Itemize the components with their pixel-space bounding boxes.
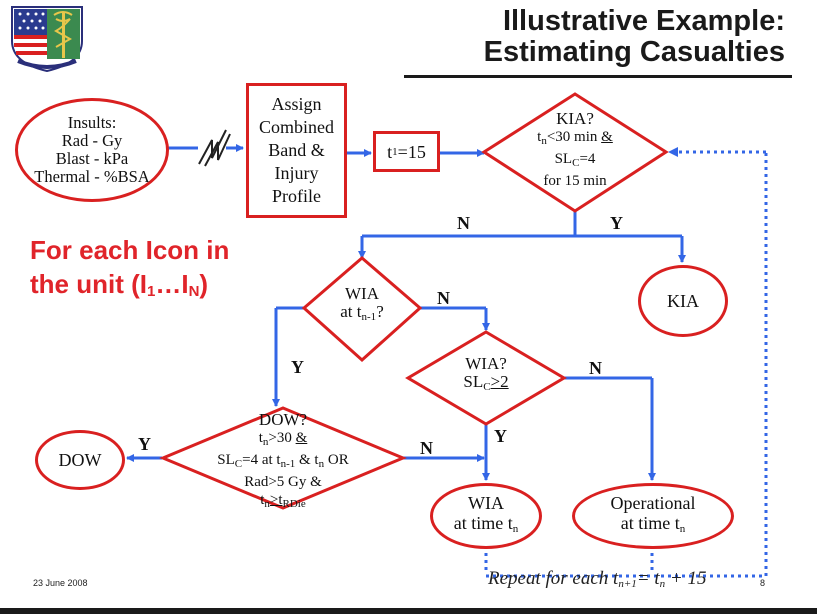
wia-outcome-line-2: at time tn xyxy=(453,513,519,535)
repeat-note: Repeat for each tn+1= tn + 15 xyxy=(488,568,707,590)
kia-question-diamond xyxy=(481,92,669,213)
kia-q-line-4: for 15 min xyxy=(543,173,607,189)
operational-line-1: Operational xyxy=(610,493,696,513)
dow-question-diamond xyxy=(159,406,407,510)
kia-no-label: N xyxy=(457,213,470,233)
wia-prev-text: WIA at tn-1? xyxy=(322,285,402,326)
heading-line-1: For each Icon in xyxy=(30,235,230,265)
wia-outcome-line-1: WIA xyxy=(468,493,504,513)
insults-thermal: Thermal - %BSA xyxy=(34,167,150,186)
kia-outcome-label: KIA xyxy=(667,291,699,311)
t1-value: =15 xyxy=(397,141,426,162)
kia-outcome: KIA xyxy=(638,265,728,337)
wia-prev-line-2: at tn-1? xyxy=(340,302,384,324)
wia-q-line-2: SLC>2 xyxy=(463,372,509,394)
dow-q-line-3: SLC=4 at tn-1 & tn OR xyxy=(217,452,349,470)
dow-no-label: N xyxy=(420,438,433,458)
wia-outcome: WIA at time tn xyxy=(430,483,542,549)
dow-q-line-4: Rad>5 Gy & xyxy=(244,474,322,490)
title-line-1: Illustrative Example: xyxy=(502,5,785,37)
repeat-loop-arrowhead xyxy=(668,147,678,157)
dow-q-line-5: tn>tRDie xyxy=(260,492,306,510)
assign-line-5: Profile xyxy=(272,186,321,206)
assign-line-2: Combined xyxy=(259,117,334,137)
assign-profile-box: Assign Combined Band & Injury Profile xyxy=(246,83,347,218)
assign-line-4: Injury xyxy=(274,163,319,183)
insults-head: Insults: xyxy=(67,113,117,132)
assign-line-3: Band & xyxy=(268,140,325,160)
kia-question-text: KIA? tn<30 min & SLC=4 for 15 min xyxy=(511,110,639,190)
lightning-icon xyxy=(198,129,231,167)
kia-q-line-2: tn<30 min & xyxy=(537,129,613,147)
dow-q-line-2: tn>30 & xyxy=(258,430,308,448)
heading-line-2: the unit (I1…IN) xyxy=(30,269,209,300)
wia-prev-diamond xyxy=(301,256,423,363)
insults-rad: Rad - Gy xyxy=(61,131,123,150)
kia-q-line-1: KIA? xyxy=(556,109,594,128)
title-line-2: Estimating Casualties xyxy=(483,36,785,68)
wia-question-text: WIA? SLC>2 xyxy=(436,355,536,396)
wia-q-no-label: N xyxy=(589,358,602,378)
insults-node: Insults: Rad - Gy Blast - kPa Thermal - … xyxy=(15,98,169,202)
wia-q-yes-label: Y xyxy=(494,426,507,446)
t1-t: t xyxy=(387,141,393,162)
operational-outcome: Operational at time tn xyxy=(572,483,734,549)
wia-prev-no-label: N xyxy=(437,288,450,308)
dow-yes-label: Y xyxy=(138,434,151,454)
dow-question-text: DOW? tn>30 & SLC=4 at tn-1 & tn OR Rad>5… xyxy=(183,411,383,513)
dow-outcome-label: DOW xyxy=(58,450,102,470)
t1-sub: 1 xyxy=(392,145,398,158)
wia-prev-line-1: WIA xyxy=(345,284,379,303)
dow-q-line-1: DOW? xyxy=(258,410,308,429)
kia-q-line-3: SLC=4 xyxy=(554,151,596,169)
kia-yes-label: Y xyxy=(610,213,623,233)
wia-question-diamond xyxy=(405,330,567,426)
insults-blast: Blast - kPa xyxy=(55,149,129,168)
icon-loop-heading: For each Icon in the unit (I1…IN) xyxy=(30,233,229,309)
bottom-border xyxy=(0,608,817,614)
wia-prev-yes-label: Y xyxy=(291,357,304,377)
title-underline xyxy=(404,75,792,78)
dow-outcome: DOW xyxy=(35,430,125,490)
caduceus-shield-icon xyxy=(11,6,83,73)
footer-date: 23 June 2008 xyxy=(33,578,88,588)
assign-line-1: Assign xyxy=(271,94,322,114)
operational-line-2: at time tn xyxy=(620,513,686,535)
wia-q-line-1: WIA? xyxy=(465,354,507,373)
slide-title: Illustrative Example: Estimating Casualt… xyxy=(484,6,785,68)
page-number: 8 xyxy=(760,578,766,588)
